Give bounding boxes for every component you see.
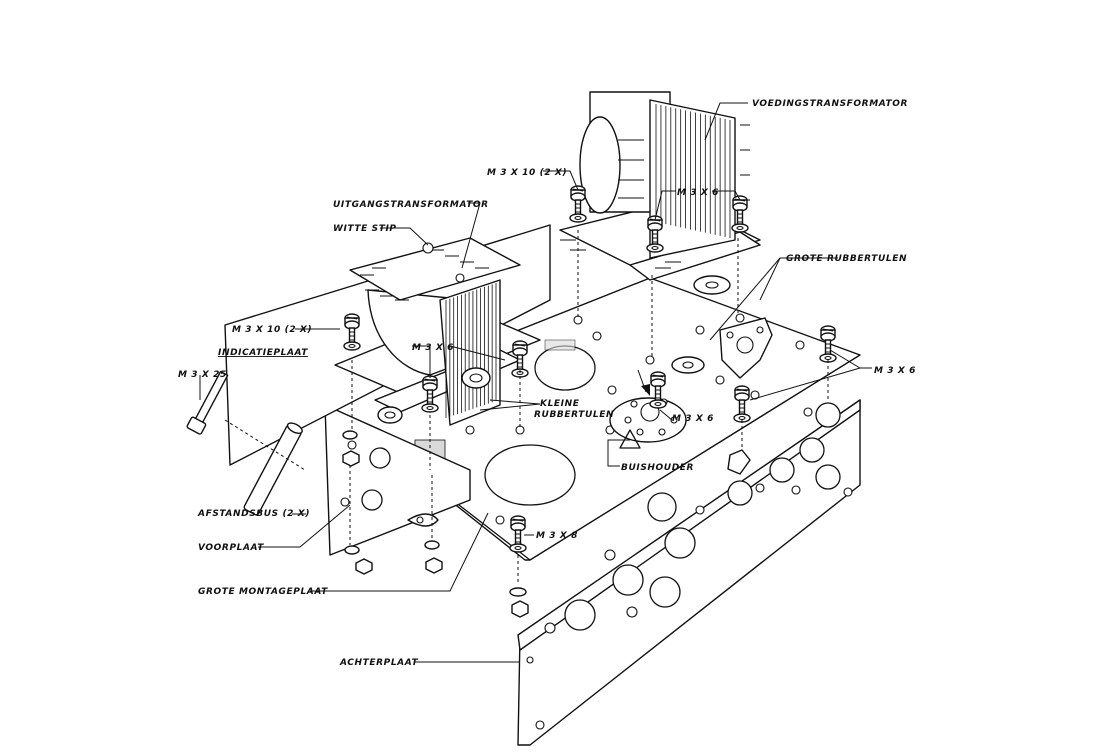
label-m3x10-top: M 3 X 10 (2 X): [487, 168, 567, 178]
screw: [731, 195, 749, 233]
label-buishouder: BUISHOUDER: [621, 463, 694, 473]
screw: [509, 515, 527, 553]
label-m3x6-socket: M 3 X 6: [672, 414, 714, 424]
label-m3x10-left: M 3 X 10 (2 X): [232, 325, 312, 335]
label-m3x6-mid: M 3 X 6: [412, 343, 454, 353]
front-plate: [324, 404, 471, 556]
screw: [421, 375, 439, 413]
output-transformer: [334, 237, 541, 426]
label-m3x25: M 3 X 25: [178, 370, 227, 380]
label-indicatieplaat: INDICATIEPLAAT: [218, 348, 308, 358]
screw: [819, 325, 837, 363]
label-m3x8: M 3 X 8: [536, 531, 578, 541]
screw: [343, 313, 361, 351]
label-voorplaat: VOORPLAAT: [198, 543, 264, 553]
standoff-and-screw: [186, 370, 306, 516]
label-voedingstransformator: VOEDINGSTRANSFORMATOR: [752, 99, 908, 109]
label-m3x6-top: M 3 X 6: [677, 188, 719, 198]
grommets: [377, 275, 731, 424]
label-uitgangstransformator: UITGANGSTRANSFORMATOR: [333, 200, 489, 210]
label-kleine-rubbertulen-2: RUBBERTULEN: [534, 410, 614, 420]
screw: [649, 371, 667, 409]
label-witte-stip: WITTE STIP: [333, 224, 397, 234]
screw: [569, 185, 587, 223]
label-achterplaat: ACHTERPLAAT: [339, 658, 418, 668]
label-kleine-rubbertulen-1: KLEINE: [540, 399, 580, 409]
label-afstandsbus: AFSTANDSBUS (2 X): [197, 509, 310, 519]
label-grote-rubbertulen: GROTE RUBBERTULEN: [786, 254, 907, 264]
callout-labels: VOEDINGSTRANSFORMATOR M 3 X 10 (2 X) M 3…: [178, 99, 916, 668]
label-m3x6-right: M 3 X 6: [874, 366, 916, 376]
back-plate: [517, 399, 861, 746]
label-grote-montageplaat: GROTE MONTAGEPLAAT: [198, 587, 328, 597]
screws: [343, 185, 837, 553]
power-transformer: [559, 91, 761, 281]
leader-lines: [199, 102, 872, 663]
nuts-and-washers: [342, 430, 751, 618]
assembly-guides: [349, 230, 829, 585]
tube-sockets: [609, 317, 773, 449]
